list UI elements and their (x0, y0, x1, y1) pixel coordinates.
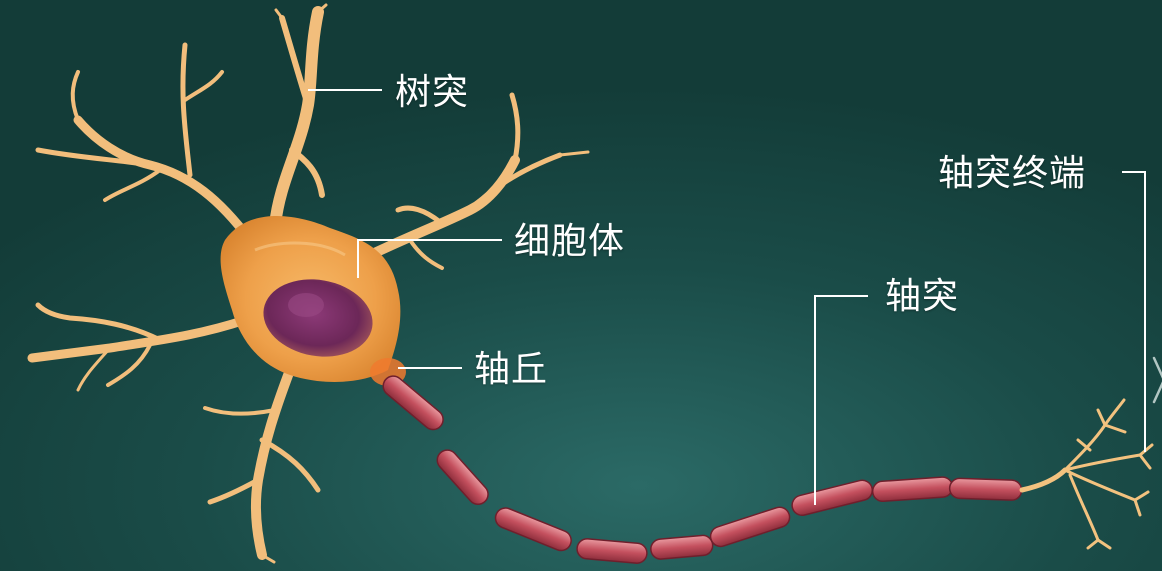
label-axon-terminal: 轴突终端 (938, 153, 1087, 194)
label-dendrite: 树突 (395, 72, 470, 113)
axon-terminal (1063, 398, 1154, 550)
chevron-right-icon[interactable] (1150, 352, 1162, 408)
dendrites (27, 3, 590, 564)
label-axon-hillock: 轴丘 (474, 349, 549, 390)
label-axon: 轴突 (885, 276, 960, 317)
leader-lines (308, 89, 1146, 505)
axon (382, 375, 1023, 564)
label-cell-body: 细胞体 (514, 221, 626, 262)
